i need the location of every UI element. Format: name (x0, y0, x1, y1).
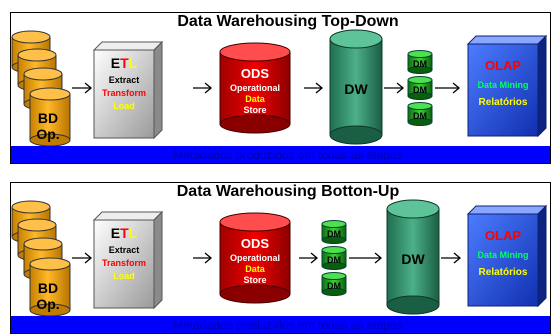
arrow-icon (299, 252, 319, 264)
ods-title: ODS (241, 66, 270, 81)
etl-load: Load (113, 101, 135, 111)
etl-letter-t: T (120, 55, 129, 71)
dw-cylinder: DW (329, 29, 383, 145)
olap-title: OLAP (485, 58, 521, 73)
etl-load: Load (113, 271, 135, 281)
olap-title: OLAP (485, 228, 521, 243)
dm-label: DM (413, 59, 427, 69)
ods-line3: Store (243, 105, 266, 115)
svg-text:ETL: ETL (111, 55, 138, 71)
etl-letter-e: E (111, 55, 120, 71)
ods-line2: Data (245, 264, 266, 274)
db-cylinder-front (29, 257, 71, 317)
ods-line3: Store (243, 275, 266, 285)
source-label-line1: BD (38, 280, 58, 296)
dm-label: DM (327, 255, 341, 265)
source-label-line1: BD (38, 110, 58, 126)
source-label-line2: Op. (36, 126, 59, 142)
olap-line1: Data Mining (478, 250, 529, 260)
etl-letter-e: E (111, 225, 120, 241)
etl-transform: Transform (102, 258, 146, 268)
diagram-top-down: Data Warehousing Top-Down BD Op. (10, 12, 551, 164)
dm-label: DM (327, 281, 341, 291)
diagram-bottom-up: Data Warehousing Botton-Up BD Op. (10, 182, 551, 334)
svg-text:ETL: ETL (111, 225, 138, 241)
arrow-icon (193, 252, 213, 264)
dm-cylinder: DM (407, 102, 433, 126)
olap-line2: Relatórios (479, 267, 528, 278)
arrow-icon (441, 252, 462, 264)
diagram-bottom-up-svg: Data Warehousing Botton-Up BD Op. (10, 182, 551, 334)
metadata-bar (11, 146, 550, 163)
dm-cylinder: DM (321, 272, 347, 296)
arrow-icon (72, 82, 93, 94)
olap-box: OLAP Data Mining Relatórios (466, 204, 548, 308)
diagram-title: Data Warehousing Top-Down (177, 13, 398, 30)
arrow-icon (384, 82, 405, 94)
etl-letter-l: L (129, 225, 138, 241)
metadata-text: Metadados produzidos em todas as etapas (173, 148, 402, 162)
dw-label: DW (344, 81, 368, 97)
etl-letter-l: L (129, 55, 138, 71)
etl-box: ETL Extract Transform Load (92, 210, 164, 310)
dw-label: DW (401, 251, 425, 267)
dm-cylinder: DM (321, 246, 347, 270)
db-cylinder-front (29, 87, 71, 147)
dm-label: DM (413, 85, 427, 95)
arrow-icon (193, 82, 213, 94)
olap-line2: Relatórios (479, 97, 528, 108)
source-database-stack: BD Op. (11, 200, 71, 317)
etl-extract: Extract (109, 75, 140, 85)
metadata-text: Metadados produzidos em todas as etapas (173, 318, 402, 332)
dw-cylinder: DW (386, 199, 440, 315)
dm-cylinder: DM (407, 50, 433, 74)
ods-line1: Operational (230, 253, 280, 263)
diagram-top-down-svg: Data Warehousing Top-Down BD Op. (10, 12, 551, 164)
arrow-icon (72, 252, 93, 264)
dm-label: DM (413, 111, 427, 121)
ods-cylinder: ODS Operational Data Store (219, 42, 291, 134)
etl-box: ETL Extract Transform Load (92, 40, 164, 140)
etl-transform: Transform (102, 88, 146, 98)
dm-cylinder: DM (321, 220, 347, 244)
diagram-title: Data Warehousing Botton-Up (177, 183, 400, 200)
etl-letter-t: T (120, 225, 129, 241)
ods-line1: Operational (230, 83, 280, 93)
arrow-icon (304, 82, 324, 94)
source-database-stack: BD Op. (11, 30, 71, 147)
dm-label: DM (327, 229, 341, 239)
metadata-bar (11, 316, 550, 333)
olap-line1: Data Mining (478, 80, 529, 90)
etl-extract: Extract (109, 245, 140, 255)
arrow-icon (435, 82, 461, 94)
olap-box: OLAP Data Mining Relatórios (466, 34, 548, 138)
dm-cylinder: DM (407, 76, 433, 100)
arrow-icon (349, 252, 383, 264)
ods-title: ODS (241, 236, 270, 251)
ods-line2: Data (245, 94, 266, 104)
ods-cylinder: ODS Operational Data Store (219, 212, 291, 304)
source-label-line2: Op. (36, 296, 59, 312)
